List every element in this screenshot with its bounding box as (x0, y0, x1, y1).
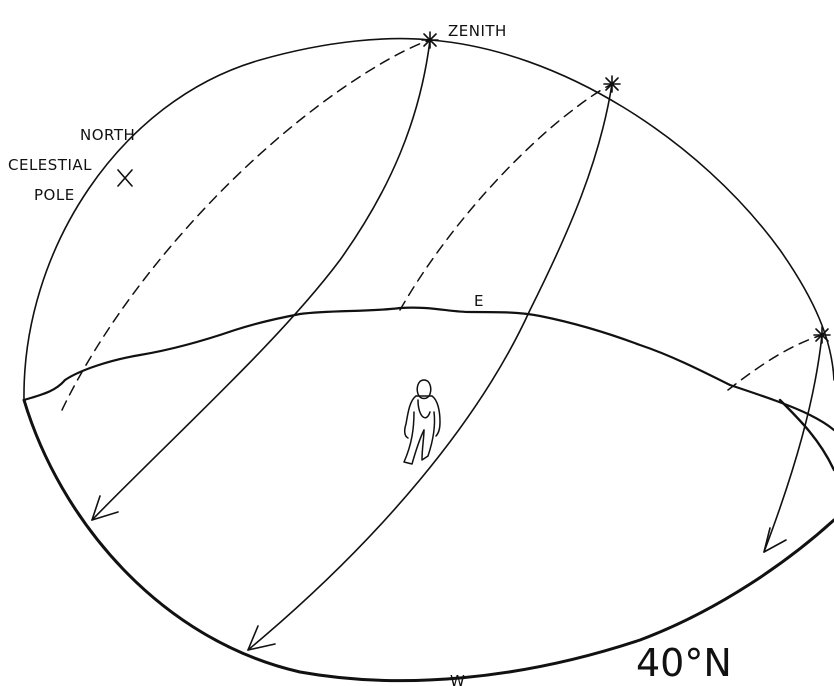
east-label: E (474, 292, 484, 310)
horizon-back-edge (22, 306, 834, 432)
star-path-zenith-back (61, 39, 431, 411)
star-path-zenith-front (91, 39, 431, 521)
west-label: W (450, 672, 465, 686)
pole-label: POLE (34, 186, 75, 204)
zenith-star-icon (421, 31, 439, 49)
arrow-head-2 (247, 625, 276, 651)
star-path-second-back (399, 83, 613, 311)
celestial-label: CELESTIAL (8, 156, 92, 174)
sky-dome-outline (23, 37, 834, 401)
star-path-third-back (727, 334, 823, 391)
observer-figure (403, 379, 441, 465)
horizon-front-rim-detail (778, 398, 834, 472)
third-star-icon (813, 326, 831, 344)
arrow-head-1 (91, 495, 119, 521)
horizon-front-rim (22, 398, 834, 683)
arrow-head-3 (763, 527, 787, 553)
north-celestial-pole-marker (117, 169, 133, 187)
zenith-label: ZENITH (448, 22, 507, 40)
star-path-third-front (763, 334, 823, 553)
north-label: NORTH (80, 126, 135, 144)
second-star-icon (603, 75, 621, 93)
latitude-label: 40°N (636, 641, 732, 685)
star-path-second-front (247, 83, 613, 651)
